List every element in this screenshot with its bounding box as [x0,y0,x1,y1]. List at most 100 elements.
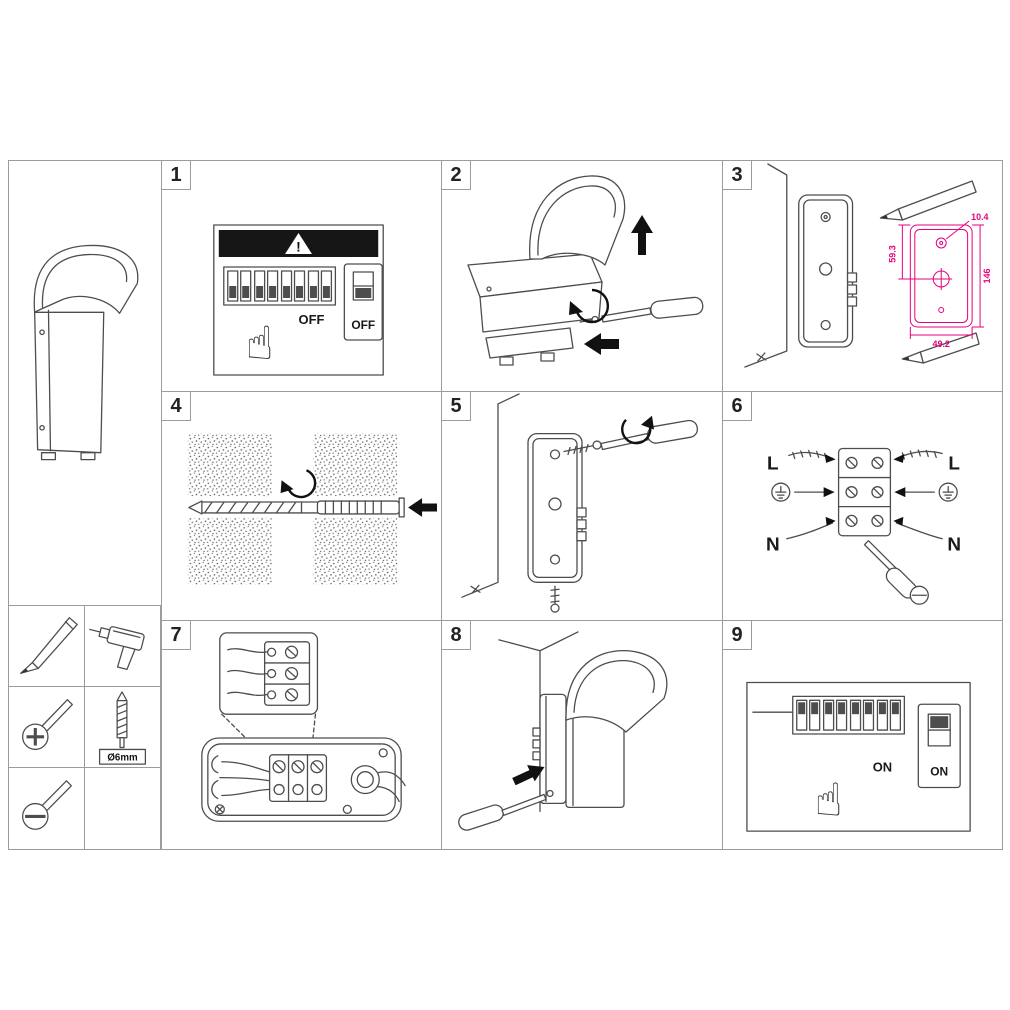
screw-bottom [550,585,560,613]
step-number: 3 [722,160,752,190]
step-3-cell: 3 [722,160,1003,392]
terminal-label-l-left: L [767,453,779,474]
step-7-illustration [201,632,406,822]
terminal-block [268,754,328,803]
up-arrow [631,215,653,255]
dimension-drawing: 10.4 59.3 146 49.2 [887,212,992,349]
screwdriver-icon [601,296,704,323]
step-5-cell: 5 [441,391,723,621]
mounting-plate [798,194,858,348]
rotate-arrow [574,288,609,324]
tool-cell-drill [84,605,161,687]
rotate-arrow [286,469,317,499]
wire-right-neutral [895,522,943,540]
step-number: 5 [441,391,471,421]
terminal-label-l-right: L [948,453,960,474]
rocker-state-label: ON [930,765,948,779]
terminal-label-n-left: N [766,535,780,556]
wires [211,755,270,800]
wall-lamp-product [33,244,139,461]
step-number: 8 [441,620,471,650]
tool-cell-empty [84,767,161,850]
screwdriver-icon [458,793,547,831]
cable-gland [350,765,406,803]
drill-bit-icon: Ø6mm [98,691,147,765]
tool-cell-pencil [8,605,85,687]
insert-arrow [408,498,438,517]
step-number: 9 [722,620,752,650]
step-1-illustration: ! ☝ OFF OFF [213,224,384,376]
svg-text:!: ! [296,238,301,254]
rotate-arrow [621,418,652,445]
screwdriver-icon [863,540,929,605]
pencil-icon-2 [901,332,980,364]
warning-triangle-icon [285,233,312,254]
power-drill-icon [89,626,145,671]
earth-symbol-right [938,482,958,502]
step-number: 4 [161,391,191,421]
attach-arrow [512,765,545,786]
step-6-illustration: L N L [766,447,961,605]
wall-plug-icon [316,497,405,518]
step-number: 7 [161,620,191,650]
dip-state-label: OFF [299,312,325,327]
step-4-cell: 4 [161,391,442,621]
floor-mark [470,584,481,594]
step-2-cell: 2 [441,160,723,392]
terminal-detail-inset [219,632,319,715]
wall-lines [461,393,520,598]
mounting-plate [485,327,574,366]
product-cell [8,160,162,606]
earth-symbol-left [771,482,791,502]
rocker-switch: OFF [343,263,383,341]
flat-screwdriver-icon [22,780,72,830]
product-illustration [33,244,139,461]
dim-right: 146 [982,268,992,283]
mounting-plate-top-view [201,737,406,822]
step-number: 1 [161,160,191,190]
pencil-icon [879,180,977,221]
wall-lines [744,163,788,368]
rocker-switch: ON [917,703,961,789]
screw-top [563,440,602,456]
terminal-block [837,447,892,537]
terminal-label-n-right: N [947,535,961,556]
pencil-icon [20,617,78,674]
step-8-illustration [458,631,668,831]
dim-top: 10.4 [971,212,988,222]
remove-arrow [584,333,619,355]
pointing-hand-icon: ☝ [815,773,843,826]
dip-switch-block [792,695,905,735]
wall-lamp [565,650,668,809]
step-9-cell: 9 ☝ ON ON [722,620,1003,850]
floor-mark [756,352,767,362]
dim-bottom: 49.2 [932,339,949,349]
mounting-plate [532,693,567,805]
dip-switch-block [223,266,337,306]
step-6-cell: 6 L [722,391,1003,621]
screw [546,789,554,798]
drill-bit-size-label: Ø6mm [107,753,138,764]
tool-cell-drill-bit: Ø6mm [84,686,161,768]
wire-left-neutral [786,522,834,540]
rocker-state-label: OFF [351,318,375,332]
step-5-illustration [461,393,699,613]
screwdriver-icon [600,419,699,451]
step-8-cell: 8 [441,620,723,850]
pointing-hand-icon: ☝ [246,316,274,370]
step-number: 2 [441,160,471,190]
step-2-illustration [467,175,704,366]
step-4-illustration [181,433,438,585]
tool-cell-flat-screwdriver [8,767,85,850]
mounting-plate [527,432,587,583]
drill-bit-icon [188,500,325,515]
step-9-illustration: ☝ ON ON [746,681,971,832]
phillips-screwdriver-icon [22,699,73,751]
step-1-cell: 1 ! ☝ OFF [161,160,442,392]
tool-cell-phillips [8,686,85,768]
step-3-illustration: 10.4 59.3 146 49.2 [744,163,992,368]
step-number: 6 [722,391,752,421]
step-7-cell: 7 [161,620,442,850]
wall-lamp [467,175,626,333]
